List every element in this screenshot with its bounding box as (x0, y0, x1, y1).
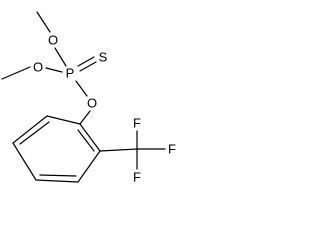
atom-p: P (66, 66, 75, 81)
bond-p-s-a (77, 56, 95, 67)
ring-inner-bond-3 (77, 129, 95, 152)
ring-bond-4 (35, 179, 79, 183)
bond-p-s-b (79, 61, 97, 72)
ring-bond-2 (12, 115, 48, 144)
ring-bond-3 (12, 142, 37, 181)
bonds (1, 11, 166, 183)
bond-o-left-p (45, 67, 63, 73)
ring-inner-bond-1 (19, 121, 50, 145)
ring-bond-1 (46, 115, 81, 125)
atom-labels: O O P S O F F F (33, 33, 176, 185)
bond-p-o-aryl (75, 80, 88, 97)
ring-bond-5 (77, 150, 101, 183)
bond-o-top-p (54, 47, 67, 67)
chemical-structure: O O P S O F F F (1, 11, 176, 185)
ring-bond-6 (79, 123, 101, 152)
atom-o-top: O (48, 33, 58, 48)
atom-o-aryl: O (87, 96, 97, 111)
atom-f-bottom: F (133, 170, 141, 185)
ring-inner-bond-2 (39, 174, 77, 177)
atom-f-right: F (168, 142, 176, 157)
atom-f-top: F (133, 116, 141, 131)
bond-ring-cf3 (99, 148, 138, 152)
atom-s: S (99, 50, 108, 65)
atom-o-left: O (33, 60, 43, 75)
bond-methyl-top-o (36, 11, 51, 33)
bond-methyl-left-o (1, 66, 31, 80)
bond-o-aryl-ring (79, 110, 91, 125)
